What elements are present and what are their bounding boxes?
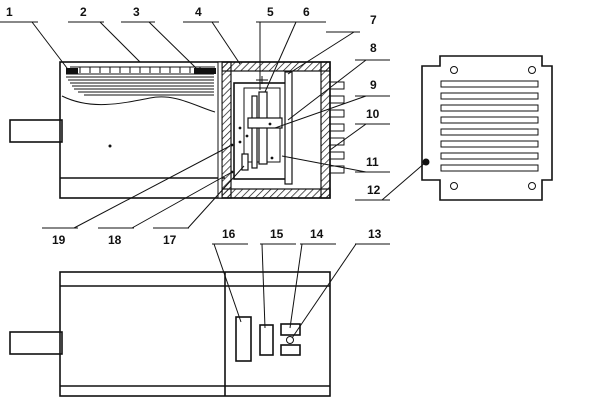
callout-1: 1: [6, 5, 13, 19]
connector-lower: [280, 344, 301, 356]
indicator-13: [286, 336, 294, 344]
bottom-shaft: [9, 331, 63, 355]
callout-3: 3: [133, 5, 140, 19]
callout-16: 16: [222, 227, 236, 241]
callout-10: 10: [366, 107, 380, 121]
callout-11: 11: [366, 155, 379, 169]
top-sectional-view: [9, 61, 345, 199]
rotor-dot: [108, 144, 112, 148]
callout-6: 6: [303, 5, 310, 19]
callout-19: 19: [52, 233, 66, 247]
callout-9: 9: [370, 78, 377, 92]
bottom-external-view: [9, 271, 331, 397]
callout-14: 14: [310, 227, 324, 241]
top-shaft: [9, 119, 63, 143]
callout-15: 15: [270, 227, 284, 241]
callout-8: 8: [370, 41, 377, 55]
heat-sink-plate: [421, 55, 553, 201]
plate-hole-bl: [450, 182, 458, 190]
small-capacitor: [241, 153, 249, 171]
plate-hole-tl: [450, 66, 458, 74]
callout-labels: 1 2 3 4 5 6 7 8 9 10 11 12 13 14 15 16 1…: [6, 5, 382, 247]
callout-12: 12: [367, 183, 381, 197]
connector-16: [235, 316, 252, 362]
callout-5: 5: [267, 5, 274, 19]
connector-15: [259, 324, 274, 356]
leader-lines: [0, 21, 427, 339]
plate-slots: [440, 80, 539, 172]
callout-7: 7: [370, 13, 377, 27]
callout-13: 13: [368, 227, 382, 241]
winding-comb: [66, 66, 216, 74]
dot-markers: [230, 122, 274, 174]
callout-17: 17: [163, 233, 177, 247]
plate-outline: [421, 55, 553, 201]
callout-2: 2: [80, 5, 87, 19]
plate-hole-tr: [528, 66, 536, 74]
lamination-stack: [66, 73, 214, 96]
callout-18: 18: [108, 233, 122, 247]
plate-hole-br: [528, 182, 536, 190]
side-bar: [284, 71, 293, 185]
board-post: [251, 95, 258, 169]
cooling-fins: [329, 81, 345, 174]
board-component: [247, 117, 283, 129]
section-cut-wave: [61, 95, 216, 113]
callout-4: 4: [195, 5, 202, 19]
controller-compartment: [217, 61, 345, 199]
bottom-housing: [59, 271, 331, 397]
